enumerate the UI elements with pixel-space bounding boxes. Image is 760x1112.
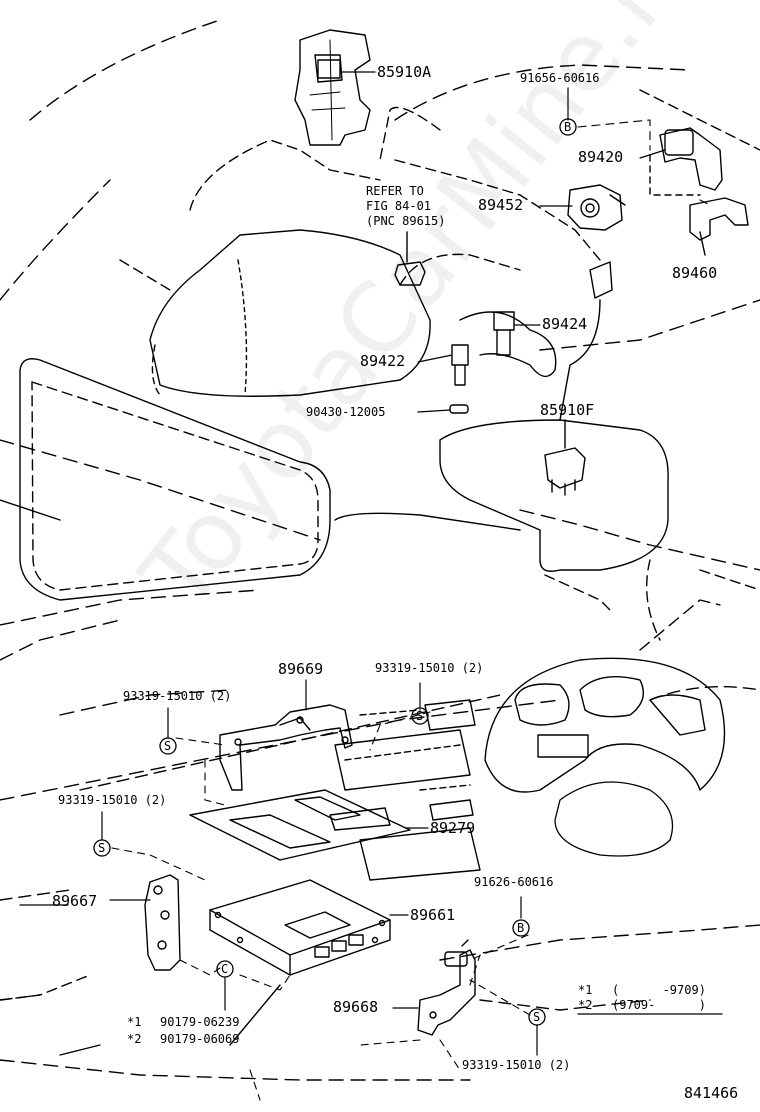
label-89424: 89424 [542, 315, 588, 333]
label-89279: 89279 [430, 819, 476, 837]
label-91656-60616: 91656-60616 [520, 71, 600, 85]
star-note-2: *2 [127, 1032, 142, 1046]
refer-note-line2: FIG 84-01 [366, 199, 432, 213]
bolt-marker-1: B [564, 120, 572, 134]
harness-wire [559, 299, 601, 421]
leader-lines-lower [19, 679, 538, 1056]
connector-block [589, 261, 613, 299]
label-90430-12005: 90430-12005 [306, 405, 386, 419]
sensor-89422 [449, 344, 469, 414]
refer-note-line1: REFER TO [366, 184, 424, 198]
screw-marker-1: S [164, 739, 172, 753]
solid-line-misc [59, 1044, 101, 1056]
leader-lines-upper [339, 71, 666, 413]
bracket-89667 [144, 874, 181, 971]
refer-note-line3: (PNC 89615) [366, 214, 446, 228]
label-89667: 89667 [52, 892, 98, 910]
ecu-89661 [209, 879, 391, 976]
label-93319-15010-bottom-right: 93319-15010 (2) [462, 1058, 571, 1072]
label-89669: 89669 [278, 660, 324, 678]
label-90179-06239: 90179-06239 [160, 1015, 240, 1029]
sensor-89424 [459, 311, 557, 378]
bracket-89668 [417, 939, 476, 1036]
screw-marker-2: S [416, 709, 424, 723]
marker-circles [93, 118, 577, 1026]
sensor-89452 [567, 184, 626, 231]
label-93319-15010-mid-left: 93319-15010 (2) [58, 793, 167, 807]
label-85910A: 85910A [377, 63, 432, 81]
connector-89615-ref [394, 231, 426, 286]
dashed-links-upper [577, 119, 711, 206]
label-89420: 89420 [578, 148, 624, 166]
screw-marker-4: S [533, 1010, 541, 1024]
sensor-89420 [649, 127, 723, 196]
label-91626-60616: 91626-60616 [474, 875, 554, 889]
clip-marker: C [221, 962, 229, 976]
label-89661: 89661 [410, 906, 456, 924]
label-93319-15010-top-left: 93319-15010 (2) [123, 689, 232, 703]
ecu-leader-curve [229, 984, 281, 1046]
legend-marker-1: *1 [578, 983, 593, 997]
bolt-marker-2: B [517, 921, 525, 935]
dashed-links-lower [111, 711, 531, 1101]
label-89422: 89422 [360, 352, 406, 370]
relay-85910A-assembly [294, 29, 371, 146]
label-93319-15010-top-right: 93319-15010 (2) [375, 661, 484, 675]
legend-range-2: (9709- ) [612, 998, 706, 1012]
label-85910F: 85910F [540, 401, 595, 419]
star-note-1: *1 [127, 1015, 142, 1029]
engine-bay-outline [0, 19, 760, 641]
bracket-89460 [689, 197, 749, 256]
screw-marker-3: S [98, 841, 106, 855]
label-89668: 89668 [333, 998, 379, 1016]
dashboard-outline [0, 599, 760, 1081]
relay-85910F [544, 419, 586, 496]
figure-number: 841466 [684, 1084, 739, 1102]
dash-line-misc [0, 974, 91, 1001]
label-89460: 89460 [672, 264, 718, 282]
legend-marker-2: *2 [578, 998, 593, 1012]
bracket-89669 [219, 704, 353, 791]
label-89452: 89452 [478, 196, 524, 214]
label-90179-06069: 90179-06069 [160, 1032, 240, 1046]
pad-89279 [189, 789, 411, 861]
legend-range-1: ( -9709) [612, 983, 706, 997]
